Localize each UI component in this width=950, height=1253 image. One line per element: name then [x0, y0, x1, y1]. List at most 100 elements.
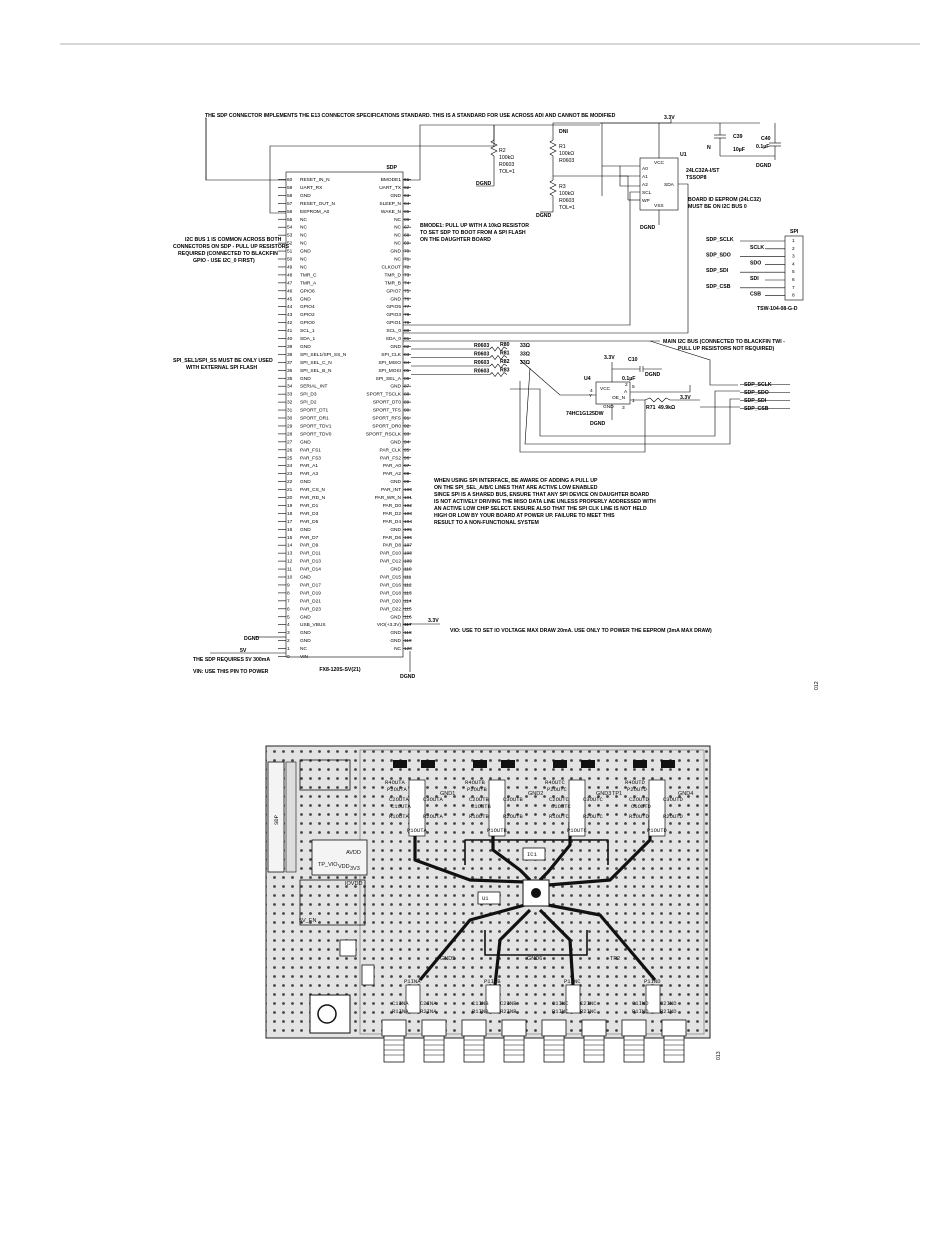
u4-pin3: 3: [622, 405, 625, 411]
left-pin-num: 14: [287, 543, 293, 549]
left-pin-num: 33: [287, 392, 293, 398]
left-pin-num: 53: [287, 233, 293, 239]
left-pin-num: 41: [287, 328, 293, 334]
u4-ref: U4: [584, 376, 591, 382]
left-pin-num: 15: [287, 535, 293, 541]
note-vio: VIO: USE TO SET IO VOLTAGE MAX DRAW 20mA…: [450, 628, 712, 634]
right-dgnd: DGND: [400, 674, 416, 680]
right-pin-num: 89: [404, 400, 410, 406]
silk-gnd4: GND4: [678, 791, 693, 797]
left-pin-num: 3: [287, 630, 290, 636]
sma-connector-body: [501, 1019, 527, 1037]
series-res-ref: R82: [500, 359, 510, 365]
silk-iovdd: IOVDD: [345, 881, 362, 887]
left-pin-name: PAR_A3: [300, 471, 318, 477]
right-pin-name: SCL_0: [386, 328, 401, 334]
left-pin-name: GPIO4: [300, 304, 315, 310]
u1-ref: U1: [680, 152, 687, 158]
spi-header-pin-num: 5: [792, 269, 795, 275]
left-pin-num: 37: [287, 360, 293, 366]
sma-connector-barrel: [463, 1035, 485, 1063]
right-pin-name: PAR_INT: [381, 487, 401, 493]
left-pin-num: 6: [287, 606, 290, 612]
right-pin-name: SPORT_TFS: [373, 408, 401, 414]
right-pin-name: VIO(+3.3V): [377, 622, 402, 628]
schematic-figure: THE SDP CONNECTOR IMPLEMENTS THE E13 CON…: [173, 113, 820, 690]
left-pin-name: NC: [300, 233, 307, 239]
left-pin-name: PAR_D9: [300, 543, 319, 549]
silk-tp2: TP2: [610, 956, 620, 962]
right-pin-name: GPIO3: [386, 312, 401, 318]
right-pin-num: 81: [404, 336, 410, 342]
power-jack: [309, 994, 351, 1034]
left-pin-name: RESET_IN_N: [300, 177, 330, 183]
right-pin-name: SPI_CLK: [381, 352, 402, 358]
right-pin-num: 77: [404, 304, 410, 310]
test-point-pad: [661, 760, 675, 768]
silk-p1in: P1INC: [564, 978, 581, 985]
series-res-ref: R80: [500, 342, 510, 348]
r2-labels: R2 100kΩ R0603 TOL=1 DGND: [476, 148, 515, 187]
spi-header-pin-num: 2: [792, 246, 795, 252]
left-pin-name: GND: [300, 479, 311, 485]
right-pin-name: BMODE1: [381, 177, 402, 183]
right-pin-name: CLKOUT: [382, 264, 402, 270]
wire-main-i2c-2: [649, 340, 738, 386]
note-i2c-bus1-l4: GPIO - USE I2C_0 FIRST): [193, 258, 255, 264]
right-pin-name: NC: [394, 257, 401, 263]
silk-p1in: P1INA: [404, 978, 421, 985]
wire-scl0: [403, 191, 640, 326]
sma-connector-barrel: [423, 1035, 445, 1063]
right-pin-num: 96: [404, 455, 410, 461]
right-pin-num: 99: [404, 479, 410, 485]
dgnd-left-label: DGND: [244, 636, 260, 642]
u4-a: A: [624, 389, 628, 395]
left-pin-num: 50: [287, 257, 293, 263]
trace-loop-bottom: [484, 930, 588, 956]
silk-gnd6: GND6: [527, 956, 542, 962]
right-pin-name: GND: [390, 344, 401, 350]
connector-label: SDP: [386, 165, 397, 171]
left-pin-num: 59: [287, 185, 293, 191]
silk-tp-vio: TP_VIO: [318, 862, 338, 868]
note-main-i2c-l1: MAIN I2C BUS (CONNECTED TO BLACKFIN TWI …: [663, 339, 785, 345]
wire-sdi-route: [524, 367, 740, 445]
spi-header-net: SDP_SDI: [706, 268, 729, 274]
right-pin-num: 106: [404, 535, 412, 541]
right-pin-name: NC: [394, 217, 401, 223]
left-pin-num: 28: [287, 431, 293, 437]
silk-p1: P1OUTA: [407, 827, 428, 834]
u4-part: 74HC1G125DW: [566, 411, 604, 417]
silk-c1in: C1INA: [392, 1000, 409, 1007]
trace-out-a: [413, 820, 526, 884]
left-pin-name: SCL_1: [300, 328, 315, 334]
left-pin-name: NC: [300, 257, 307, 263]
left-pin-name: SPI_SEL1/SPI_SS_N: [300, 352, 347, 358]
right-pin-num: 78: [404, 312, 410, 318]
figure-id-013: 013: [716, 1051, 722, 1060]
silk-vdd: VDD: [338, 864, 350, 870]
component-column: [568, 779, 586, 837]
r71-resistor: [630, 397, 700, 403]
right-pin-name: PAR_D20: [380, 598, 401, 604]
output-net-label: SDP_SCLK: [744, 382, 772, 388]
rail-3v3-label: 3.3V: [664, 115, 675, 121]
left-pin-name: NC: [300, 225, 307, 231]
series-res-pkg: R0603: [474, 360, 489, 366]
right-pin-name: GND: [390, 296, 401, 302]
silk-c1in: C1INB: [472, 1000, 489, 1007]
left-pin-num: 49: [287, 264, 293, 270]
output-net-label: SDP_SDO: [744, 390, 769, 396]
series-res-ref: R83: [500, 368, 510, 374]
series-resistor: [489, 372, 508, 377]
silk-p1in: P1IND: [644, 978, 661, 985]
pcb-island-outline: [359, 749, 705, 1035]
left-pin-num: 24: [287, 463, 293, 469]
r3-resistor: [549, 179, 557, 197]
silk-r1: R1OUTB: [469, 813, 490, 820]
left-pin-num: 45: [287, 296, 293, 302]
